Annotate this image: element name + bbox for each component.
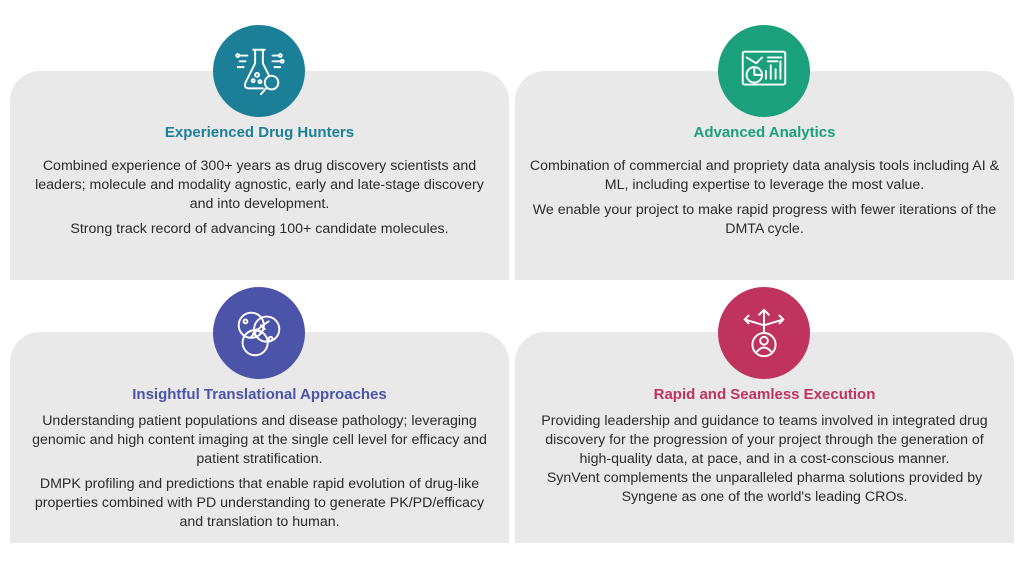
card-paragraph: Strong track record of advancing 100+ ca…	[70, 221, 449, 237]
card-paragraph: Understanding patient populations and di…	[32, 413, 487, 467]
card-paragraph: SynVent complements the unparalleled pha…	[546, 470, 983, 505]
card-title: Rapid and Seamless Execution	[653, 386, 876, 403]
card-paragraph: Providing leadership and guidance to tea…	[541, 413, 988, 467]
card-paragraph: We enable your project to make rapid pro…	[532, 202, 997, 237]
card-paragraph: DMPK profiling and predictions that enab…	[34, 476, 485, 530]
card-paragraph: Combination of commercial and propriety …	[529, 158, 1000, 193]
card-title: Insightful Translational Approaches	[132, 386, 387, 403]
card-title: Experienced Drug Hunters	[164, 124, 355, 141]
card-rapid-seamless-execution: Rapid and Seamless Execution Providing l…	[515, 332, 1014, 543]
card-paragraph: Combined experience of 300+ years as dru…	[35, 158, 484, 212]
analytics-dashboard-icon	[718, 25, 810, 117]
person-arrows-icon	[718, 287, 810, 379]
flask-search-icon	[213, 25, 305, 117]
cells-dna-icon	[213, 287, 305, 379]
card-insightful-translational-approaches: Insightful Translational Approaches Unde…	[10, 332, 509, 543]
card-title: Advanced Analytics	[693, 124, 836, 141]
